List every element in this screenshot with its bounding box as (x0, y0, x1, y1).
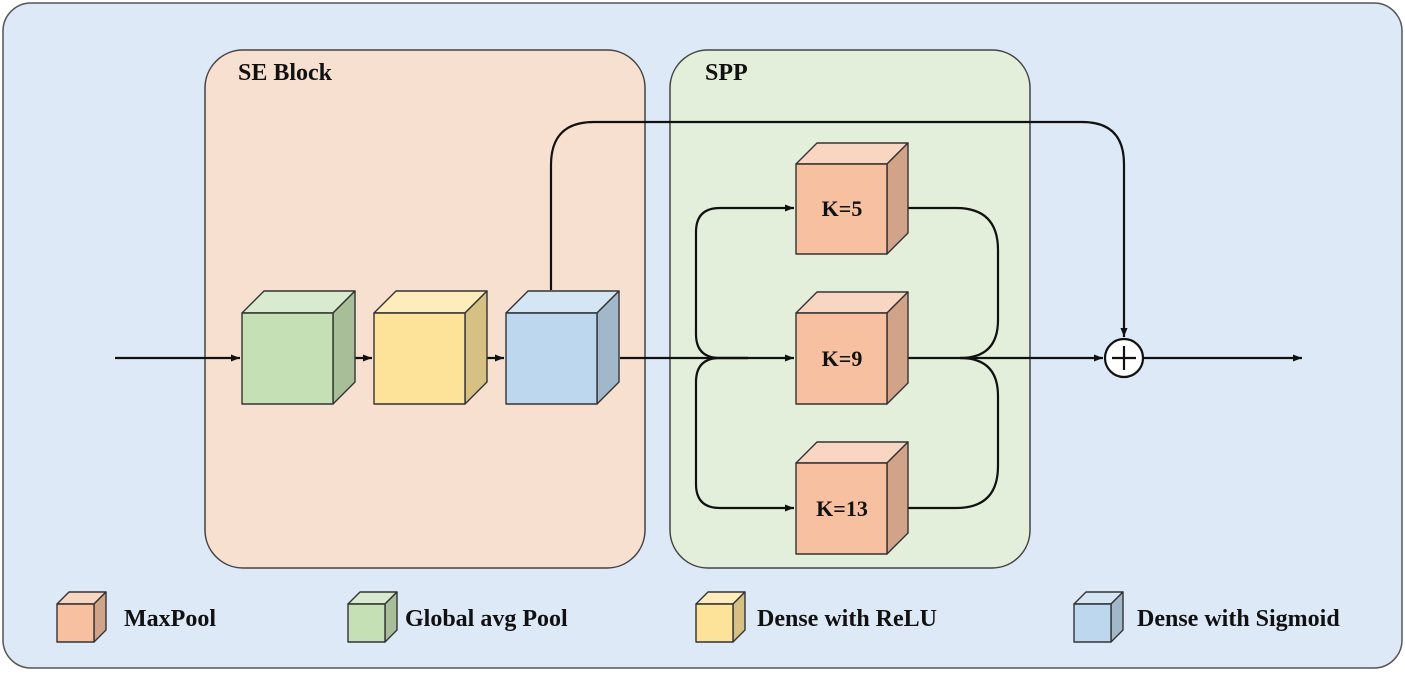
legend-maxpool-label: MaxPool (124, 606, 216, 632)
maxpool-k13-cube (795, 441, 909, 555)
cube-layer (241, 142, 909, 555)
legend-dense-sigmoid-label: Dense with Sigmoid (1137, 606, 1340, 632)
legend-dense-sigmoid-swatch (1073, 591, 1124, 643)
legend-global-avg-pool-label: Global avg Pool (405, 606, 568, 632)
branch-to-k5-arrow (694, 204, 794, 360)
branch-to-k13-arrow (694, 356, 794, 512)
global-avg-pool-cube-front (241, 312, 334, 405)
skip-connection-arrow (549, 120, 1128, 337)
kernel-k9-label: K=9 (822, 346, 863, 371)
dense-sigmoid-cube-front (505, 312, 598, 405)
add-operator (1103, 337, 1145, 379)
k13-merge-line (888, 356, 1000, 510)
kernel-k5-label: K=5 (822, 196, 863, 221)
se-block-title: SE Block (238, 60, 333, 86)
global-avg-pool-cube (241, 290, 356, 405)
legend-dense-relu-swatch-front (695, 603, 734, 643)
maxpool-k9-cube-front (795, 312, 888, 405)
dense-relu-cube (373, 290, 488, 405)
legend: MaxPool Global avg Pool Dense with ReLU … (56, 591, 1340, 643)
kernel-k13-label: K=13 (816, 496, 868, 521)
maxpool-k13-cube-front (795, 462, 888, 555)
dense-relu-cube-front (373, 312, 466, 405)
dense-sigmoid-cube (505, 290, 620, 405)
connectors (115, 120, 1302, 512)
maxpool-k9-cube (795, 291, 909, 405)
legend-dense-sigmoid-swatch-front (1073, 603, 1112, 643)
legend-global-avg-pool-swatch-front (347, 603, 386, 643)
legend-global-avg-pool-swatch (347, 591, 398, 643)
legend-dense-relu-swatch (695, 591, 746, 643)
maxpool-k5-cube (795, 142, 909, 255)
spp-title: SPP (705, 60, 748, 86)
legend-dense-relu-label: Dense with ReLU (757, 606, 937, 632)
legend-swatches (56, 591, 1124, 643)
legend-maxpool-swatch (56, 591, 107, 643)
legend-maxpool-swatch-front (56, 603, 95, 643)
maxpool-k5-cube-front (795, 163, 888, 255)
k5-merge-line (888, 206, 1000, 360)
